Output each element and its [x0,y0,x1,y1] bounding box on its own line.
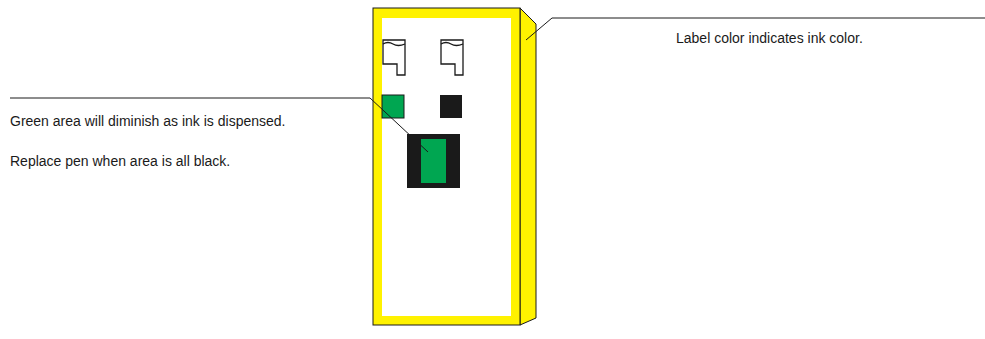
label-inner [382,18,511,316]
callout-note: Label color indicates ink color. [676,29,976,47]
callout-note: Replace pen when area is all black. [10,152,300,170]
cartridge-label [373,8,520,325]
callout-note: Green area will diminish as ink is dispe… [10,112,300,130]
ink-gauge [407,134,460,188]
color-swatch [382,95,404,118]
media-icon [383,40,463,75]
leader-line [10,98,428,152]
color-swatch [440,95,462,118]
ink-level [421,139,446,183]
cartridge-side [520,8,536,325]
